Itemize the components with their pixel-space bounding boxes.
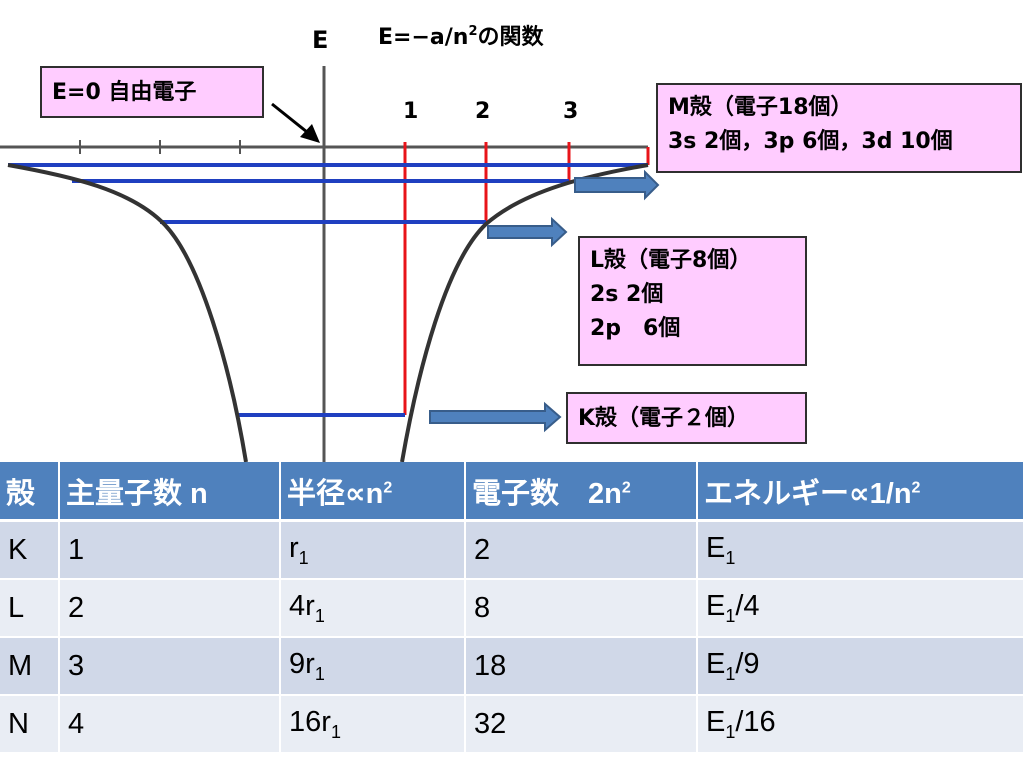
cell-energy: E1 xyxy=(697,520,1024,580)
potential-curve-left xyxy=(7,163,248,462)
cell-radius: 4r1 xyxy=(280,579,466,638)
n-tick-label: 3 xyxy=(563,99,578,124)
m-shell-orbitals: 3s 2個，3p 6個，3d 10個 xyxy=(668,129,953,154)
l-shell-2p: 2p 6個 xyxy=(590,316,681,341)
cell-electrons: 8 xyxy=(465,579,698,638)
n-tick-label: 2 xyxy=(475,99,490,124)
energy-axis-label: E xyxy=(312,26,328,54)
cell-radius: r1 xyxy=(280,520,466,580)
l-shell-box: L殻（電子8個） 2s 2個 2p 6個 xyxy=(578,236,807,366)
energy-diagram: E E=−a/n2の関数 1 2 3 xyxy=(0,24,660,462)
cell-radius: 16r1 xyxy=(280,695,466,754)
cell-n: 2 xyxy=(59,579,281,638)
k-shell-box: K殻（電子２個） xyxy=(566,392,807,444)
l-shell-2s: 2s 2個 xyxy=(590,282,664,307)
table-row: N 4 16r1 32 E1/16 xyxy=(0,695,1024,754)
header-electron-count: 電子数 2n2 xyxy=(465,462,698,522)
zero-pointer-arrow xyxy=(271,102,313,138)
cell-n: 4 xyxy=(59,695,281,754)
table-row: L 2 4r1 8 E1/4 xyxy=(0,579,1024,638)
k-shell-title: K殻（電子２個） xyxy=(578,406,750,431)
cell-n: 1 xyxy=(59,520,281,580)
header-energy: エネルギー∝1/n2 xyxy=(697,462,1024,522)
cell-electrons: 18 xyxy=(465,637,698,696)
m-shell-box: M殻（電子18個） 3s 2個，3p 6個，3d 10個 xyxy=(656,83,1022,173)
function-title-suffix: の関数 xyxy=(478,24,545,50)
cell-radius: 9r1 xyxy=(280,637,466,696)
cell-electrons: 32 xyxy=(465,695,698,754)
cell-energy: E1/16 xyxy=(697,695,1024,754)
l-shell-title: L殻（電子8個） xyxy=(590,248,752,273)
cell-shell: L xyxy=(0,579,60,638)
header-shell: 殻 xyxy=(0,462,60,522)
m-shell-arrow xyxy=(574,169,660,201)
cell-electrons: 2 xyxy=(465,520,698,580)
shell-table: 殻 主量子数 n 半径∝n2 電子数 2n2 エネルギー∝1/n2 K 1 r1… xyxy=(0,462,1024,754)
function-title: E=−a/n2の関数 xyxy=(378,24,545,50)
cell-shell: N xyxy=(0,695,60,754)
header-radius: 半径∝n2 xyxy=(280,462,466,522)
table-row: M 3 9r1 18 E1/9 xyxy=(0,637,1024,696)
function-title-exponent: 2 xyxy=(468,24,477,39)
l-shell-arrow xyxy=(487,216,568,248)
k-shell-arrow xyxy=(429,401,562,433)
cell-shell: M xyxy=(0,637,60,696)
zero-energy-label-box: E=0 自由電子 xyxy=(40,66,264,118)
table-row: K 1 r1 2 E1 xyxy=(0,520,1024,580)
cell-shell: K xyxy=(0,520,60,580)
n-tick-label: 1 xyxy=(403,99,418,124)
cell-energy: E1/4 xyxy=(697,579,1024,638)
header-principal-quantum-number: 主量子数 n xyxy=(59,462,281,522)
cell-n: 3 xyxy=(59,637,281,696)
function-title-prefix: E=−a/n xyxy=(378,25,468,50)
cell-energy: E1/9 xyxy=(697,637,1024,696)
table-header-row: 殻 主量子数 n 半径∝n2 電子数 2n2 エネルギー∝1/n2 xyxy=(0,462,1024,522)
zero-energy-label: E=0 自由電子 xyxy=(52,80,197,105)
m-shell-title: M殻（電子18個） xyxy=(668,95,853,120)
zero-pointer-arrowhead xyxy=(300,124,320,143)
